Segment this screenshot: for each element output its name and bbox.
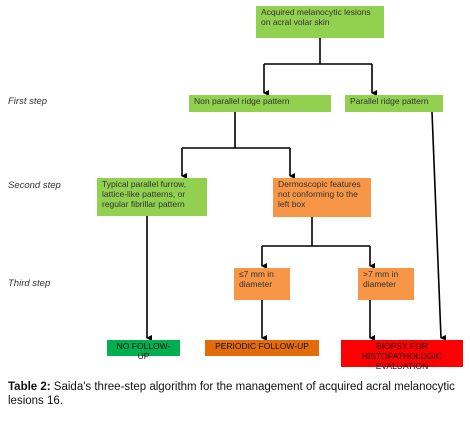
step-label-third: Third step (8, 278, 51, 289)
node-periodic-follow-up: PERIODIC FOLLOW-UP (205, 340, 319, 356)
node-gt7: >7 mm in diameter (358, 268, 414, 300)
node-typical: Typical parallel furrow, lattice-like pa… (97, 178, 207, 216)
arrow-parallel-to-biopsy (431, 111, 447, 341)
node-non-parallel: Non parallel ridge pattern (189, 95, 331, 112)
node-no-follow-up: NO FOLLOW-UP (107, 340, 180, 361)
node-dermoscopic: Dermoscopic features not conforming to t… (273, 178, 371, 217)
node-le7: ≤7 mm in diameter (234, 268, 290, 300)
caption-label: Table 2: (8, 381, 51, 393)
node-parallel: Parallel ridge pattern (345, 95, 443, 112)
step-label-first: First step (8, 96, 48, 107)
node-root: Acquired melanocytic lesions on acral vo… (256, 6, 384, 38)
caption-text: Saida's three-step algorithm for the man… (8, 381, 455, 408)
node-biopsy: BIOPSY FOR HISTOPATHOLOGIC EVALUATION (341, 340, 463, 370)
figure-caption: Table 2: Saida's three-step algorithm fo… (8, 380, 464, 409)
step-label-second: Second step (8, 180, 61, 191)
